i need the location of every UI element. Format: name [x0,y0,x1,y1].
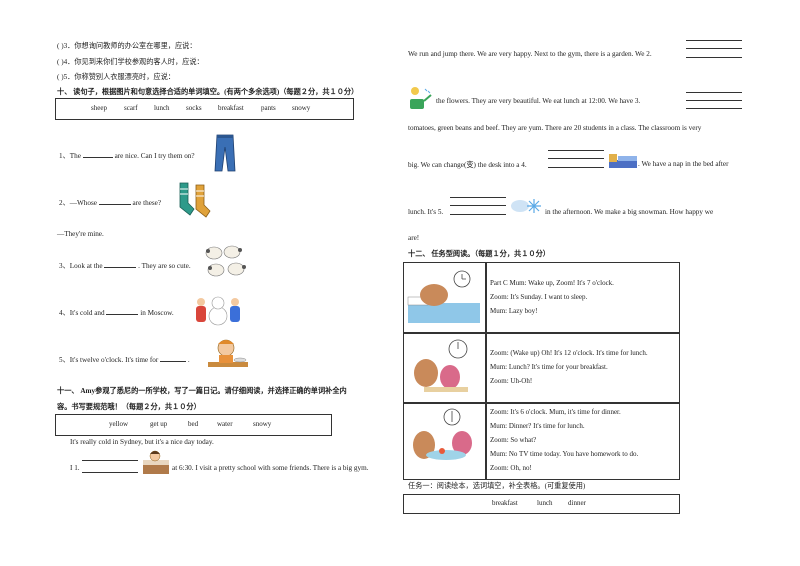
word-bank-item: water [217,420,233,428]
answer-blank[interactable] [548,167,604,168]
word-bank-item: sheep [91,104,107,112]
comic-panel-1-image [403,262,487,334]
diary-p3: tomatoes, green beans and beef. They are… [408,124,702,132]
sheep-icon [205,245,246,277]
comic-panel-3-image [403,402,487,480]
word-bank-item: socks [186,104,202,112]
section-12-title: 十二、 任务型阅读。（每题１分，共１０分） [408,250,550,258]
dialogue-line: Mum: Lazy boy! [490,307,538,315]
word-bank-item: lunch [154,104,170,112]
question-5: ( )5．你称赞别人衣服漂亮时，应说： [57,73,175,81]
diary-line-2-start: I 1. [70,464,80,472]
answer-blank[interactable] [686,57,742,58]
word-bank-item: bed [188,420,199,428]
answer-blank[interactable] [82,157,113,158]
word-bank-12: breakfast lunch dinner [403,494,680,514]
dialogue-line: Zoom: Uh-Oh! [490,377,533,385]
dialogue-line: Zoom: Oh, no! [490,464,532,472]
answer-blank-top [82,460,138,461]
dialogue-line: Zoom: It's 6 o'clock. Mum, it's time for… [490,408,621,416]
zoom-clock-icon [414,339,468,392]
answer-blank[interactable] [104,267,137,268]
diary-p6: are! [408,234,420,242]
answer-blank[interactable] [98,204,131,205]
snow-icon [511,199,541,213]
word-bank-item: pants [261,104,276,112]
comic-panel-3-text: Zoom: It's 6 o'clock. Mum, it's time for… [485,402,680,480]
sofa-bed-icon [609,154,637,168]
diary-p5-start: lunch. It's 5. [408,208,444,216]
task-1-instruction: 任务一：阅读绘本，选词填空，补全表格。(可重复使用) [408,482,586,490]
diary-p1: We run and jump there. We are very happy… [408,50,652,58]
word-bank-item: scarf [124,104,138,112]
socks-icon [179,182,211,218]
zoom-dinner-icon [413,408,472,460]
answer-blank-top [450,205,506,206]
word-bank-item: yellow [109,420,129,428]
dialogue-line: Part C Mum: Wake up, Zoom! It's 7 o'cloc… [490,279,614,287]
word-bank-10: sheep scarf lunch socks breakfast pants … [55,98,354,120]
answer-blank-top [686,48,742,49]
answer-blank-top [548,150,604,151]
answer-blank-top [686,92,742,93]
section-10-title: 十、 读句子，根据图片和句意选择合适的单词填空。(有两个多余选项)（每题２分，共… [57,88,359,96]
word-bank-11: yellow get up bed water snowy [55,414,332,436]
word-bank-item: dinner [568,499,586,507]
diary-line-2-end: at 6:30. I visit a pretty school with so… [172,464,369,472]
answer-blank[interactable] [106,314,139,315]
answer-blank-top [450,197,506,198]
answer-blank-top [686,40,742,41]
dialogue-line: Mum: No TV time today. You have homework… [490,450,639,458]
bed-icon [143,450,169,474]
sentence-2-answer: —They're mine. [57,230,104,238]
watering-icon [410,87,432,109]
answer-blank[interactable] [686,108,742,109]
diary-line-1: It's really cold in Sydney, but it's a n… [70,438,214,446]
diary-p4-start: big. We can change(变) the desk into a 4. [408,161,527,169]
answer-blank-top [686,100,742,101]
sentence-5: 5、It's twelve o'clock. It's time for . [59,356,190,364]
question-3: ( )3．你想询问教师的办公室在哪里，应说： [57,42,197,50]
snow-kids-icon [196,296,240,326]
pants-icon [214,134,236,172]
comic-panel-2-image [403,332,487,404]
sentence-1: 1、The are nice. Can I try them on? [59,152,195,160]
diary-p4-end: . We have a nap in the bed after [638,160,729,168]
answer-blank[interactable] [82,472,138,473]
word-bank-item: snowy [292,104,311,112]
comic-panel-1-text: Part C Mum: Wake up, Zoom! It's 7 o'cloc… [485,262,680,334]
dialogue-line: Zoom: So what? [490,436,537,444]
dialogue-line: Zoom: It's Sunday. I want to sleep. [490,293,588,301]
answer-blank[interactable] [450,214,506,215]
diary-p5-end: in the afternoon. We make a big snowman.… [545,208,714,216]
sentence-2: 2、—Whose are these? [59,199,162,207]
lunch-icon [208,339,248,367]
word-bank-item: get up [150,420,168,428]
sentence-4: 4、It's cold and in Moscow. [59,309,174,317]
answer-blank[interactable] [160,361,187,362]
word-bank-item: breakfast [218,104,244,112]
question-4: ( )4．你见到来你们学校参观的客人时，应说： [57,58,204,66]
word-bank-item: breakfast [492,499,518,507]
dialogue-line: Zoom: (Wake up) Oh! It's 12 o'clock. It'… [490,349,648,357]
word-bank-item: snowy [253,420,272,428]
zoom-bed-icon [407,270,480,323]
dialogue-line: Mum: Lunch? It's time for your breakfast… [490,363,608,371]
dialogue-line: Mum: Dinner? It's time for lunch. [490,422,585,430]
section-11-title-line2: 容。书写要规范哦！（每题２分，共１０分） [57,403,201,411]
sentence-3: 3、Look at the . They are so cute. [59,262,191,270]
diary-p2: the flowers. They are very beautiful. We… [436,97,641,105]
answer-blank-top [548,158,604,159]
word-bank-item: lunch [537,499,553,507]
section-11-title-line1: 十一、 Amy参观了悉尼的一所学校，写了一篇日记。请仔细阅读，并选择正确的单词补… [57,387,347,395]
comic-panel-2-text: Zoom: (Wake up) Oh! It's 12 o'clock. It'… [485,332,680,404]
